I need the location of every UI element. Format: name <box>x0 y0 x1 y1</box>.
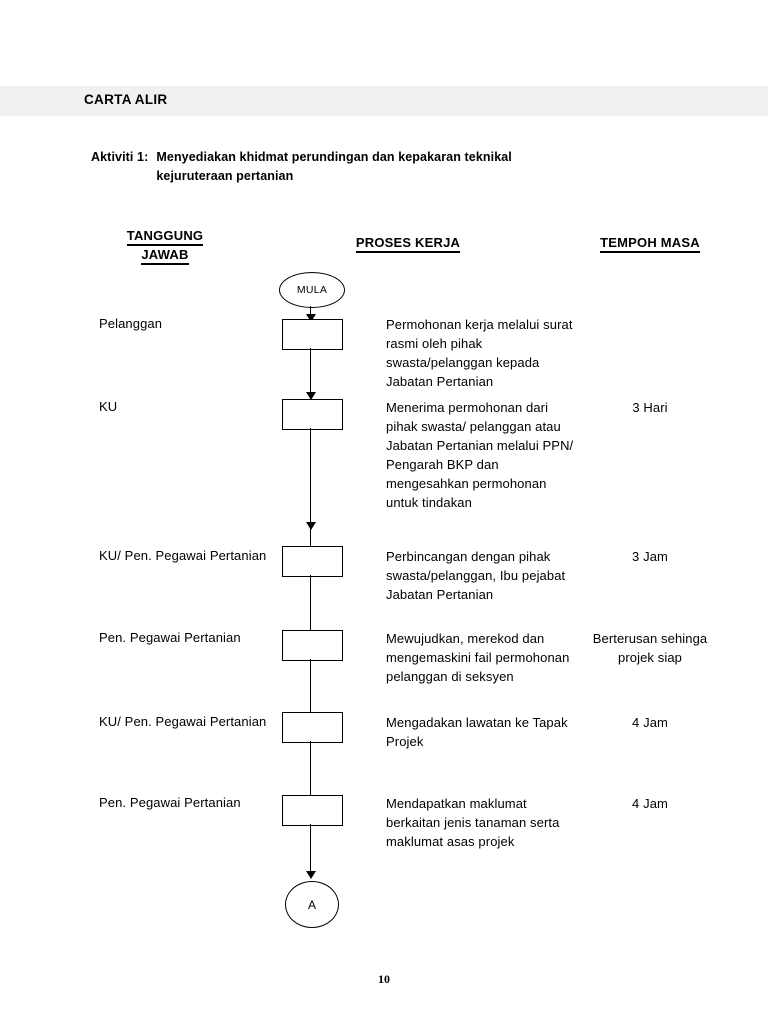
row-process: Permohonan kerja melalui surat rasmi ole… <box>386 317 573 389</box>
document-header-band: CARTA ALIR <box>0 86 768 116</box>
flow-end-connector-label: A <box>307 897 316 912</box>
row-process: Mewujudkan, merekod dan mengemaskini fai… <box>386 631 570 684</box>
row-responsibility: KU/ Pen. Pegawai Pertanian <box>99 548 267 563</box>
activity-description: Menyediakan khidmat perundingan dan kepa… <box>156 148 512 186</box>
arrowhead-end-connector <box>306 871 316 879</box>
row-duration: 4 Jam <box>632 796 668 811</box>
flow-step-box-1 <box>282 319 343 350</box>
connector-step-1-to-step-2 <box>310 348 312 400</box>
activity-label: Aktiviti 1: <box>91 150 149 164</box>
flow-step-box-4 <box>282 630 343 661</box>
flow-start-terminator: MULA <box>279 272 345 308</box>
row-process: Menerima permohonan dari pihak swasta/ p… <box>386 400 574 510</box>
row-process: Perbincangan dengan pihak swasta/pelangg… <box>386 549 566 602</box>
activity-line-2: kejuruteraan pertanian <box>156 169 294 183</box>
activity-line-1: Menyediakan khidmat perundingan dan kepa… <box>156 150 512 164</box>
connector-step-3-to-step-4 <box>310 575 312 633</box>
arrowhead-step-2 <box>306 392 316 400</box>
connector-step-5-to-step-6 <box>310 741 312 798</box>
row-duration: Berterusan sehinga projek siap <box>592 631 708 665</box>
column-header-process-label: PROSES KERJA <box>355 234 461 253</box>
connector-step-6-to-end <box>310 824 312 877</box>
connector-step-2-to-step-3 <box>310 428 312 546</box>
flow-step-box-3 <box>282 546 343 577</box>
row-responsibility: Pelanggan <box>99 316 163 331</box>
arrowhead-step-3 <box>306 522 316 530</box>
flow-start-label: MULA <box>296 284 328 296</box>
row-responsibility: KU/ Pen. Pegawai Pertanian <box>99 714 267 729</box>
flow-step-box-6 <box>282 795 343 826</box>
page-number: 10 <box>378 972 390 986</box>
arrowhead-step-4 <box>306 630 316 638</box>
row-duration: 3 Jam <box>632 549 668 564</box>
row-duration: 3 Hari <box>632 400 668 415</box>
arrowhead-step-1 <box>306 314 316 322</box>
flow-end-connector: A <box>285 881 339 928</box>
column-header-responsibility: TANGGUNG JAWAB <box>95 227 235 265</box>
page-title: CARTA ALIR <box>84 92 168 107</box>
column-header-duration-label: TEMPOH MASA <box>600 234 700 253</box>
arrowhead-step-5 <box>306 712 316 720</box>
row-responsibility: Pen. Pegawai Pertanian <box>99 630 241 645</box>
arrowhead-step-6 <box>306 795 316 803</box>
connector-start-to-step-1 <box>310 306 312 322</box>
row-process: Mengadakan lawatan ke Tapak Projek <box>386 715 568 749</box>
row-duration: 4 Jam <box>632 715 668 730</box>
activity-title: Aktiviti 1: Menyediakan khidmat perunding… <box>91 148 512 186</box>
flow-step-box-2 <box>282 399 343 430</box>
column-header-process: PROSES KERJA <box>318 234 498 253</box>
column-header-responsibility-line-1: TANGGUNG <box>126 227 204 246</box>
row-process: Mendapatkan maklumat berkaitan jenis tan… <box>386 796 560 849</box>
row-responsibility: KU <box>99 399 118 414</box>
column-header-duration: TEMPOH MASA <box>560 234 740 253</box>
connector-step-4-to-step-5 <box>310 659 312 715</box>
flow-step-box-5 <box>282 712 343 743</box>
column-header-responsibility-line-2: JAWAB <box>141 246 189 265</box>
row-responsibility: Pen. Pegawai Pertanian <box>99 795 241 810</box>
